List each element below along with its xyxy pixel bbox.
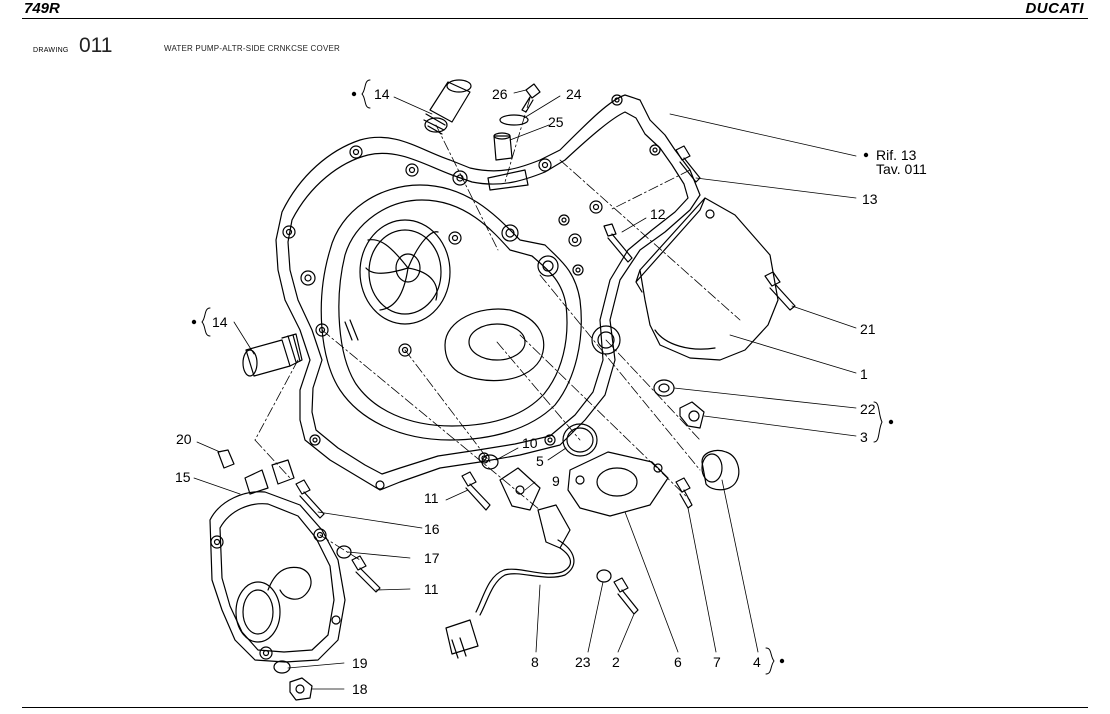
callout-21: 21 (860, 321, 876, 337)
callout-5: 5 (536, 453, 544, 469)
crankcase-cover (275, 94, 701, 491)
callout-10: 10 (522, 435, 538, 451)
callout-14-top: 14 (374, 86, 390, 102)
braces (201, 79, 883, 675)
callout-7: 7 (713, 654, 721, 670)
callout-23: 23 (575, 654, 591, 670)
callout-3: 3 (860, 429, 868, 445)
callout-25: 25 (548, 114, 564, 130)
cover-plate (635, 197, 779, 361)
drawing-label: DRAWING (33, 47, 69, 54)
callout-15: 15 (175, 469, 191, 485)
callout-14-left: 14 (212, 314, 228, 330)
callout-8: 8 (531, 654, 539, 670)
callout-rif13: Rif. 13 (876, 147, 917, 163)
callout-20: 20 (176, 431, 192, 447)
callout-24: 24 (566, 86, 582, 102)
drawing-title: WATER PUMP-ALTR-SIDE CRNKCSE COVER (164, 44, 340, 53)
drawing-number: 011 (79, 34, 113, 57)
water-pump-cover (209, 459, 346, 663)
callout-tav011: Tav. 011 (876, 161, 927, 177)
callout-18: 18 (352, 681, 368, 697)
callout-13: 13 (862, 191, 878, 207)
callout-16: 16 (424, 521, 440, 537)
callout-26: 26 (492, 86, 508, 102)
callout-17: 17 (424, 550, 440, 566)
callout-11-lower: 11 (424, 581, 439, 597)
callout-1: 1 (860, 366, 868, 382)
model-name: 749R (24, 0, 60, 17)
callout-19: 19 (352, 655, 368, 671)
callout-12: 12 (650, 206, 666, 222)
callout-2: 2 (612, 654, 620, 670)
callout-9: 9 (552, 473, 560, 489)
footer-rule (22, 707, 1088, 708)
callout-6: 6 (674, 654, 682, 670)
hose-fitting-top (423, 79, 472, 135)
brand-logo: DUCATI (1025, 0, 1084, 17)
callout-11-center: 11 (424, 490, 439, 506)
header-rule (22, 18, 1088, 19)
hose-fitting-left (242, 333, 303, 377)
alignment-lines (254, 97, 741, 561)
leader-lines (193, 89, 857, 690)
small-parts (217, 83, 796, 701)
callout-22: 22 (860, 401, 876, 417)
callout-4: 4 (753, 654, 761, 670)
bullets (191, 91, 894, 664)
